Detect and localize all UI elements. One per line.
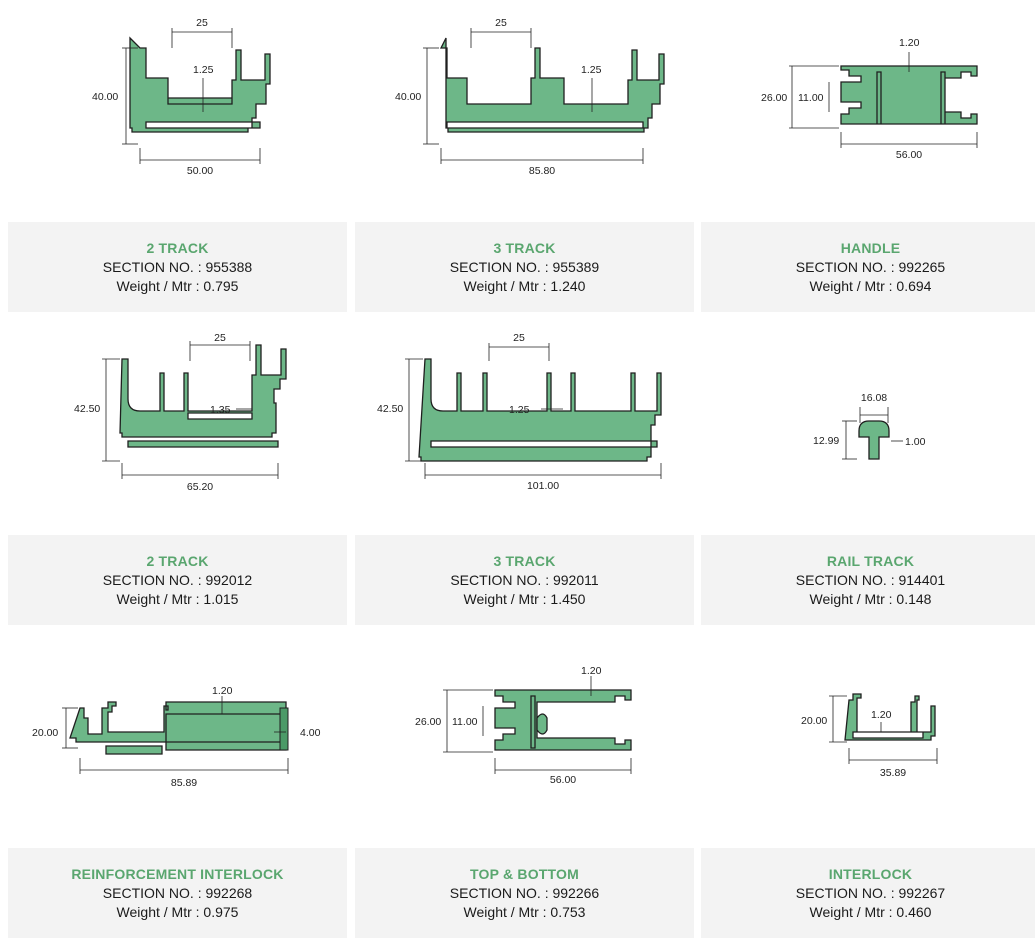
profile-name: HANDLE (840, 240, 901, 256)
caption: RAIL TRACK SECTION NO. : 914401 Weight /… (701, 535, 1035, 625)
dim-width-inner: 25 (214, 332, 226, 344)
dim-width: 85.89 (171, 777, 197, 789)
profile-card-rail-track-914401: 16.08 12.99 1.00 RAIL TRACK SECTION NO. … (701, 313, 1035, 626)
dim-height: 20.00 (32, 727, 58, 739)
dim-height: 20.00 (801, 715, 827, 727)
profile-card-reinforcement-interlock-992268: 1.20 20.00 4.00 85.89 REINFORCEMENT INTE… (8, 626, 347, 939)
profile-card-2-track-955388: 25 1.25 40.00 50.00 2 TRACK SECTION NO. … (8, 0, 347, 313)
profile-name: 3 TRACK (493, 240, 556, 256)
caption: TOP & BOTTOM SECTION NO. : 992266 Weight… (355, 848, 694, 938)
dim-width: 50.00 (187, 165, 213, 177)
profile-shape (129, 36, 271, 133)
caption: REINFORCEMENT INTERLOCK SECTION NO. : 99… (8, 848, 347, 938)
profile-shape (69, 701, 287, 755)
profile-slot (536, 713, 548, 735)
section-number: SECTION NO. : 992266 (449, 885, 600, 901)
dim-height: 42.50 (377, 403, 403, 415)
profile-drawing: 25 1.25 42.50 101.00 (355, 313, 694, 535)
dim-width: 85.80 (529, 165, 555, 177)
dim-height: 42.50 (74, 403, 100, 415)
profile-drawing: 1.20 20.00 4.00 85.89 (8, 626, 347, 848)
dim-thickness: 1.25 (509, 404, 530, 416)
dim-height: 40.00 (92, 91, 118, 103)
dim-width-inner: 25 (513, 332, 525, 344)
reinforcement-bar (279, 707, 289, 751)
dim-height: 40.00 (395, 91, 421, 103)
section-number: SECTION NO. : 955388 (102, 259, 253, 275)
profile-drawing: 1.20 26.00 11.00 56.00 (355, 626, 694, 848)
dim-height: 26.00 (761, 92, 787, 104)
section-number: SECTION NO. : 914401 (795, 572, 946, 588)
weight-per-meter: Weight / Mtr : 1.450 (463, 591, 586, 607)
dim-thickness: 1.25 (581, 64, 602, 76)
profile-shape (858, 420, 890, 460)
dim-thickness: 1.20 (581, 665, 602, 677)
profile-drawing: 16.08 12.99 1.00 (701, 313, 1035, 535)
dim-width: 56.00 (896, 149, 922, 161)
profile-shape (840, 65, 978, 125)
section-number: SECTION NO. : 992012 (102, 572, 253, 588)
dim-width: 65.20 (187, 481, 213, 493)
profile-drawing: 20.00 1.20 35.89 (701, 626, 1035, 848)
profile-shape (844, 693, 936, 741)
profile-name: INTERLOCK (828, 866, 913, 882)
dim-thickness: 1.20 (899, 37, 920, 49)
dim-thickness: 1.00 (905, 436, 926, 448)
dim-reinforcement: 4.00 (300, 727, 321, 739)
weight-per-meter: Weight / Mtr : 0.975 (116, 904, 239, 920)
weight-per-meter: Weight / Mtr : 1.015 (116, 591, 239, 607)
section-number: SECTION NO. : 992268 (102, 885, 253, 901)
dim-thickness: 1.25 (193, 64, 214, 76)
profile-shape (439, 37, 665, 133)
dim-width: 56.00 (550, 774, 576, 786)
section-number: SECTION NO. : 955389 (449, 259, 600, 275)
dim-width-inner: 25 (196, 17, 208, 29)
caption: 2 TRACK SECTION NO. : 955388 Weight / Mt… (8, 222, 347, 312)
section-number: SECTION NO. : 992267 (795, 885, 946, 901)
section-number: SECTION NO. : 992265 (795, 259, 946, 275)
weight-per-meter: Weight / Mtr : 0.694 (809, 278, 932, 294)
weight-per-meter: Weight / Mtr : 0.753 (463, 904, 586, 920)
profile-drawing: 25 1.25 40.00 85.80 (355, 0, 694, 222)
profile-shape (418, 358, 662, 462)
dim-height-inner: 11.00 (798, 92, 824, 104)
profile-name: 2 TRACK (146, 240, 209, 256)
section-number: SECTION NO. : 992011 (450, 572, 599, 588)
profile-name: 3 TRACK (493, 553, 556, 569)
profile-card-2-track-992012: 25 1.35 42.50 65.20 2 TRACK SECTION NO. … (8, 313, 347, 626)
profile-drawing: 25 1.35 42.50 65.20 (8, 313, 347, 535)
caption: 3 TRACK SECTION NO. : 992011 Weight / Mt… (355, 535, 694, 625)
profile-card-handle-992265: 1.20 26.00 11.00 56.00 HANDLE SECTION NO… (701, 0, 1035, 313)
weight-per-meter: Weight / Mtr : 0.460 (809, 904, 932, 920)
caption: 3 TRACK SECTION NO. : 955389 Weight / Mt… (355, 222, 694, 312)
dim-width-inner: 25 (495, 17, 507, 29)
dim-thickness: 1.20 (212, 685, 233, 697)
dim-width: 16.08 (861, 392, 887, 404)
dim-thickness: 1.35 (210, 404, 231, 416)
profile-name: 2 TRACK (146, 553, 209, 569)
caption: HANDLE SECTION NO. : 992265 Weight / Mtr… (701, 222, 1035, 312)
dim-height-inner: 11.00 (452, 716, 478, 728)
profile-name: RAIL TRACK (826, 553, 915, 569)
profile-card-3-track-955389: 25 1.25 40.00 85.80 3 TRACK SECTION NO. … (355, 0, 694, 313)
profile-card-top-bottom-992266: 1.20 26.00 11.00 56.00 TOP & BOTTOM SECT… (355, 626, 694, 939)
caption: 2 TRACK SECTION NO. : 992012 Weight / Mt… (8, 535, 347, 625)
weight-per-meter: Weight / Mtr : 1.240 (463, 278, 586, 294)
dim-width: 35.89 (880, 767, 906, 779)
profile-shape (494, 689, 632, 751)
weight-per-meter: Weight / Mtr : 0.795 (116, 278, 239, 294)
weight-per-meter: Weight / Mtr : 0.148 (809, 591, 932, 607)
dim-thickness: 1.20 (871, 709, 892, 721)
dim-height: 12.99 (813, 435, 839, 447)
dim-height: 26.00 (415, 716, 441, 728)
profile-card-3-track-992011: 25 1.25 42.50 101.00 3 TRACK SECTION NO.… (355, 313, 694, 626)
profile-drawing: 1.20 26.00 11.00 56.00 (701, 0, 1035, 222)
profile-name: TOP & BOTTOM (470, 866, 579, 882)
profile-shape (119, 344, 287, 448)
profile-drawing: 25 1.25 40.00 50.00 (8, 0, 347, 222)
profile-card-interlock-992267: 20.00 1.20 35.89 INTERLOCK SECTION NO. :… (701, 626, 1035, 939)
dim-width: 101.00 (527, 480, 559, 492)
caption: INTERLOCK SECTION NO. : 992267 Weight / … (701, 848, 1035, 938)
profile-name: REINFORCEMENT INTERLOCK (71, 866, 284, 882)
